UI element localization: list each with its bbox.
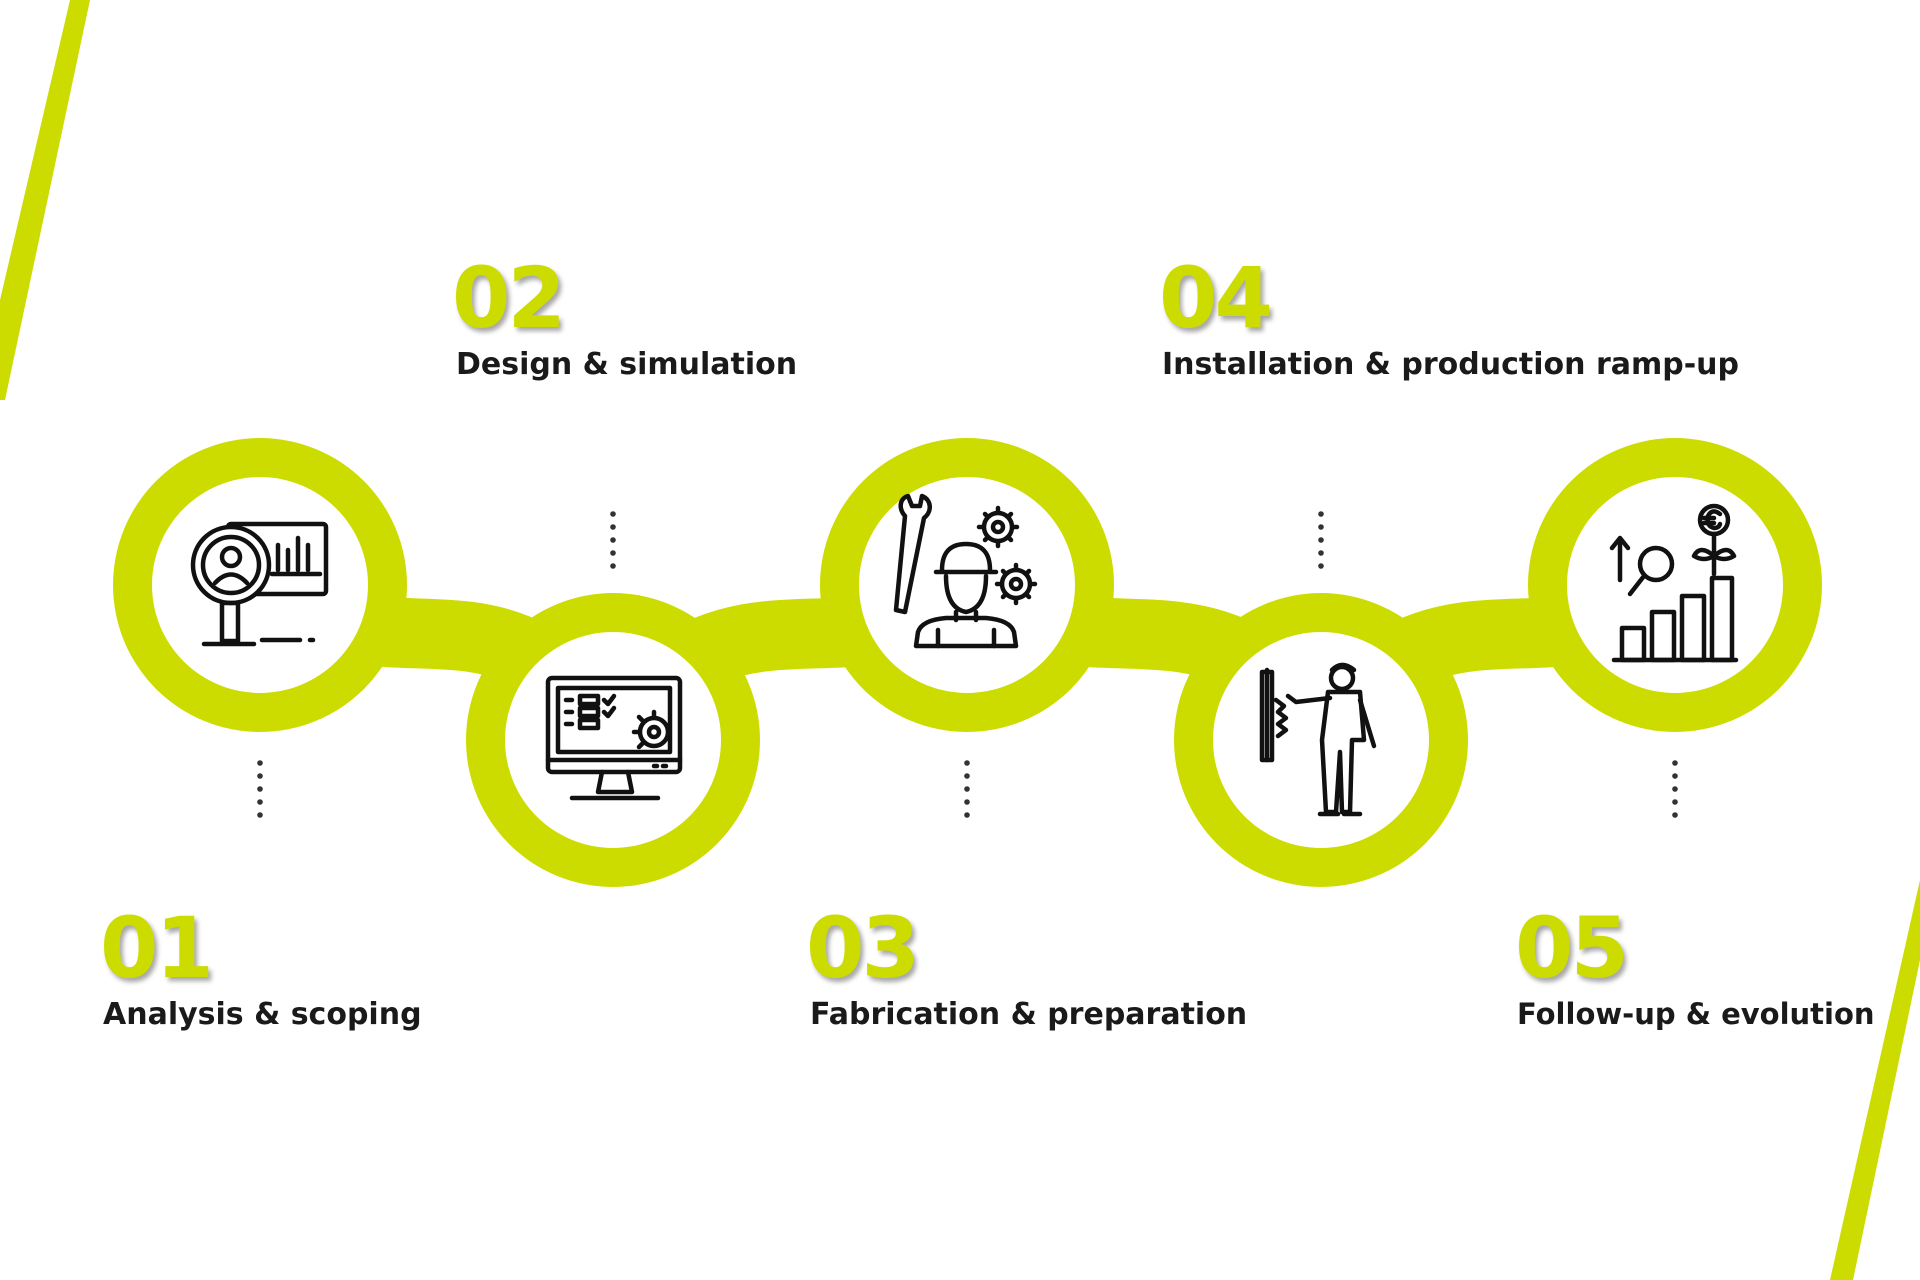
dotted-connector-01 [257, 760, 263, 818]
step-number-03: 03 [806, 899, 920, 997]
growth-chart-euro-icon [1609, 503, 1739, 663]
dotted-connector-02 [610, 511, 616, 569]
step-circle-05 [1528, 438, 1822, 732]
step-circle-02 [466, 593, 760, 887]
step-title-03: Fabrication & preparation [810, 997, 1248, 1032]
analysis-magnifier-chart-icon [190, 521, 329, 647]
dotted-connector-05 [1672, 760, 1678, 818]
step-number-04: 04 [1159, 249, 1273, 347]
step-number-02: 02 [452, 249, 566, 347]
step-title-01: Analysis & scoping [103, 997, 422, 1032]
worker-installing-icon [1259, 662, 1377, 817]
step-number-05: 05 [1515, 899, 1629, 997]
step-title-02: Design & simulation [456, 347, 798, 382]
monitor-gear-icon [545, 675, 683, 801]
right-accent-stripe [1830, 880, 1920, 1280]
step-number-01: 01 [100, 899, 214, 997]
left-accent-stripe [0, 0, 90, 400]
step-title-04: Installation & production ramp-up [1162, 347, 1740, 382]
worker-wrench-gears-icon [893, 493, 1038, 649]
step-circle-03 [820, 438, 1114, 732]
dotted-connector-03 [964, 760, 970, 818]
dotted-connector-04 [1318, 511, 1324, 569]
step-title-05: Follow-up & evolution [1517, 997, 1875, 1031]
